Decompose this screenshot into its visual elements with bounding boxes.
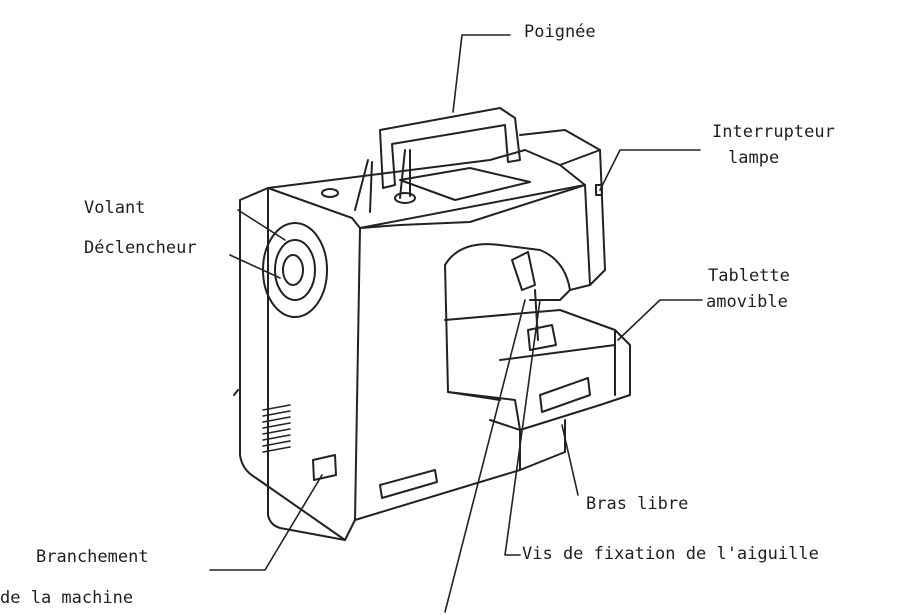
leader-interrupteur: [599, 149, 701, 191]
leader-volant: [237, 209, 286, 241]
leader-tablette: [617, 299, 703, 341]
leader-declencheur: [229, 254, 281, 279]
leader-aiguille: [444, 299, 526, 613]
label-declencheur: Déclencheur: [84, 238, 197, 258]
leader-poignee: [452, 34, 511, 113]
label-interrupteur-line1: Interrupteur: [712, 122, 835, 142]
label-bras-libre: Bras libre: [586, 494, 689, 514]
leader-vis-fixation: [504, 299, 541, 556]
label-volant: Volant: [84, 198, 146, 218]
label-tablette-line2: amovible: [706, 292, 788, 312]
machine-body: [239, 187, 361, 541]
label-tablette-line1: Tablette: [708, 266, 790, 286]
label-vis-fixation: Vis de fixation de l'aiguille: [522, 544, 819, 564]
label-branchement-line1: Branchement: [36, 547, 149, 567]
handwheel: [262, 222, 328, 318]
label-interrupteur-line2: lampe: [728, 148, 780, 168]
leader-branchement: [209, 474, 323, 571]
leader-bras-libre: [561, 424, 579, 496]
carry-handle: [379, 107, 521, 189]
label-poignee: Poignée: [524, 22, 596, 42]
power-socket: [312, 454, 337, 481]
label-branchement-line2: de la machine: [0, 588, 134, 608]
